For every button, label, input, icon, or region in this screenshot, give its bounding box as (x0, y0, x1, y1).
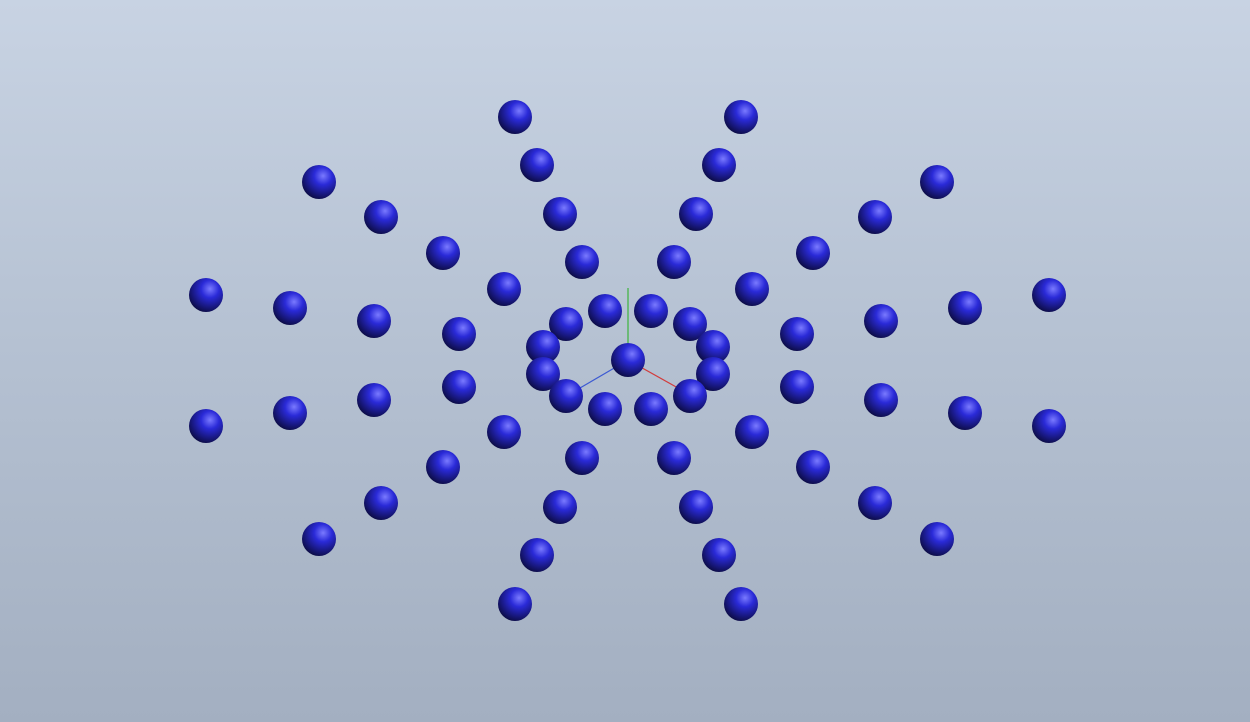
atom-sphere[interactable] (565, 245, 599, 279)
atom-sphere[interactable] (498, 100, 532, 134)
atom-sphere[interactable] (364, 200, 398, 234)
atom-sphere[interactable] (696, 357, 730, 391)
atom-sphere[interactable] (549, 379, 583, 413)
atom-sphere[interactable] (858, 486, 892, 520)
atom-sphere[interactable] (673, 307, 707, 341)
atom-sphere[interactable] (549, 307, 583, 341)
atom-sphere[interactable] (426, 236, 460, 270)
atom-sphere[interactable] (634, 392, 668, 426)
atom-sphere[interactable] (565, 441, 599, 475)
atom-sphere[interactable] (657, 245, 691, 279)
atom-sphere[interactable] (696, 330, 730, 364)
atom-sphere[interactable] (679, 490, 713, 524)
atom-sphere[interactable] (796, 450, 830, 484)
atom-sphere[interactable] (543, 490, 577, 524)
atom-sphere[interactable] (543, 197, 577, 231)
atom-sphere[interactable] (724, 587, 758, 621)
atom-sphere[interactable] (634, 294, 668, 328)
atom-sphere[interactable] (588, 294, 622, 328)
atom-sphere[interactable] (796, 236, 830, 270)
atom-sphere[interactable] (780, 317, 814, 351)
atom-sphere[interactable] (364, 486, 398, 520)
atom-sphere[interactable] (948, 396, 982, 430)
atom-sphere[interactable] (1032, 278, 1066, 312)
atom-sphere[interactable] (487, 272, 521, 306)
atom-sphere[interactable] (357, 383, 391, 417)
atom-sphere[interactable] (498, 587, 532, 621)
atom-sphere[interactable] (302, 165, 336, 199)
atom-sphere[interactable] (588, 392, 622, 426)
atom-sphere[interactable] (673, 379, 707, 413)
atom-sphere[interactable] (189, 278, 223, 312)
atom-sphere[interactable] (442, 370, 476, 404)
atom-sphere[interactable] (442, 317, 476, 351)
atom-sphere[interactable] (679, 197, 713, 231)
atom-sphere[interactable] (611, 343, 645, 377)
atom-sphere[interactable] (735, 415, 769, 449)
atom-sphere[interactable] (780, 370, 814, 404)
atom-sphere[interactable] (724, 100, 758, 134)
atom-sphere[interactable] (864, 383, 898, 417)
atom-sphere[interactable] (526, 357, 560, 391)
atom-sphere[interactable] (487, 415, 521, 449)
atom-sphere[interactable] (702, 538, 736, 572)
atom-sphere[interactable] (273, 396, 307, 430)
atom-sphere[interactable] (520, 148, 554, 182)
atom-sphere[interactable] (357, 304, 391, 338)
atom-sphere[interactable] (735, 272, 769, 306)
atom-sphere[interactable] (526, 330, 560, 364)
atom-sphere[interactable] (302, 522, 336, 556)
atom-sphere[interactable] (864, 304, 898, 338)
atom-sphere[interactable] (426, 450, 460, 484)
atom-sphere[interactable] (920, 522, 954, 556)
atom-sphere[interactable] (858, 200, 892, 234)
atom-sphere[interactable] (702, 148, 736, 182)
atom-sphere[interactable] (520, 538, 554, 572)
atom-sphere[interactable] (657, 441, 691, 475)
atom-sphere[interactable] (273, 291, 307, 325)
atom-sphere[interactable] (189, 409, 223, 443)
atom-sphere[interactable] (948, 291, 982, 325)
atom-sphere[interactable] (1032, 409, 1066, 443)
atom-sphere[interactable] (920, 165, 954, 199)
